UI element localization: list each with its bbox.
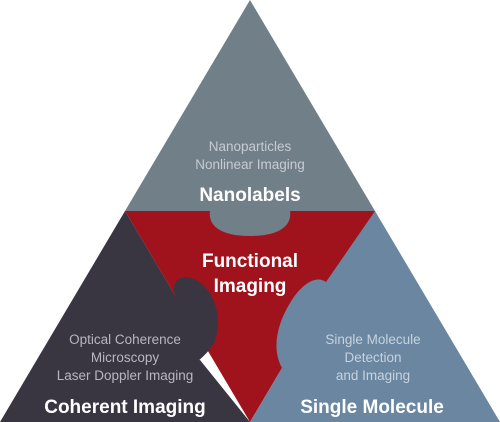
top-piece — [125, 0, 375, 236]
bottom-left-title: Coherent Imaging — [44, 397, 206, 418]
bottom-right-line-3: and Imaging — [335, 368, 411, 383]
top-subtitle: Nanoparticles Nonlinear Imaging — [150, 138, 350, 174]
bottom-left-subtitle: Optical Coherence Microscopy Laser Doppl… — [20, 331, 230, 385]
bottom-right-piece — [250, 211, 500, 422]
bottom-right-title: Single Molecule — [300, 397, 444, 418]
center-piece — [125, 211, 375, 422]
top-line-2: Nonlinear Imaging — [195, 157, 305, 172]
bottom-left-line-1: Optical Coherence — [69, 332, 181, 347]
top-line-1: Nanoparticles — [208, 139, 292, 154]
bottom-right-subtitle: Single Molecule Detection and Imaging — [268, 331, 478, 385]
center-title: Functional Imaging — [160, 249, 340, 299]
bottom-left-line-3: Laser Doppler Imaging — [56, 368, 194, 383]
bottom-right-line-2: Detection — [344, 350, 402, 365]
bottom-left-line-2: Microscopy — [90, 350, 160, 365]
bottom-left-piece — [0, 211, 250, 422]
bottom-right-line-1: Single Molecule — [325, 332, 421, 347]
center-line-2: Imaging — [213, 276, 287, 297]
top-title: Nanolabels — [199, 185, 301, 206]
center-line-1: Functional — [201, 251, 299, 272]
